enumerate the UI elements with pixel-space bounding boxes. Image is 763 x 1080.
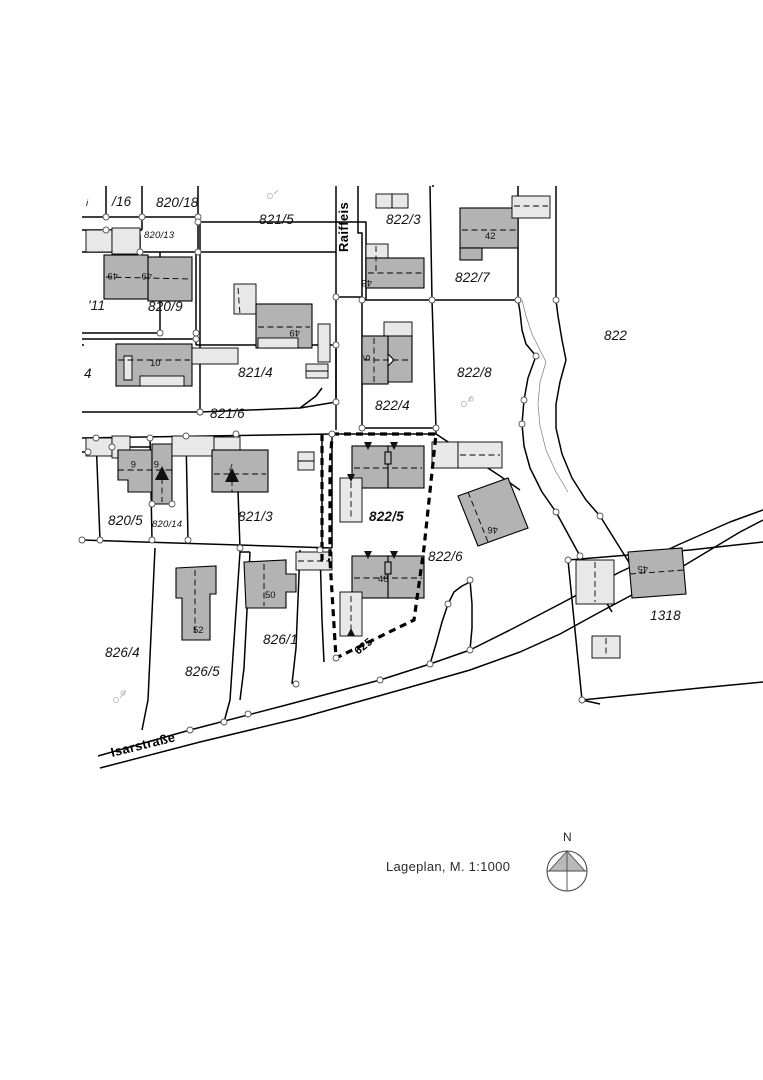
house-number: 7 <box>229 461 234 472</box>
house-number: 6 <box>154 458 159 469</box>
building-annex <box>591 635 621 659</box>
building-annex <box>317 323 331 363</box>
parcel-label: 822/6 <box>428 549 463 564</box>
building-detail <box>384 451 392 465</box>
building-42-annex <box>459 247 483 261</box>
boundary-nodes <box>78 213 604 734</box>
building-48-lower-right <box>387 555 425 599</box>
building-46 <box>457 477 529 547</box>
building-52 <box>175 565 217 641</box>
building-annex <box>191 347 239 365</box>
parcel-label: 820/14 <box>152 519 182 530</box>
house-number: 49 <box>141 270 152 281</box>
parcel-label: 820/18 <box>156 195 199 210</box>
building-outbuilding <box>85 229 113 253</box>
parcel-label: 822/3 <box>386 212 421 227</box>
building-42 <box>459 207 519 249</box>
house-number: 6 <box>131 458 136 469</box>
parcel-label: 820/13 <box>144 230 175 241</box>
street-label-raiffeisenstrasse: Raiffeis <box>336 202 351 252</box>
building-6a <box>117 449 153 493</box>
parcel-label: 826/1 <box>263 632 298 647</box>
building-48-upper-right <box>387 445 425 489</box>
parcel-label: 1318 <box>650 608 681 623</box>
vegetation-symbols <box>113 189 474 703</box>
legend-scale-label: Lageplan, M. 1:1000 <box>386 859 510 874</box>
compass-north-label: N <box>563 830 572 844</box>
building-48a <box>365 257 425 289</box>
building-48-lower-left <box>351 555 389 599</box>
building-outbuilding <box>111 227 141 255</box>
house-number: 42 <box>485 231 496 242</box>
house-number: 10 <box>150 358 161 369</box>
subject-parcel-outline <box>320 432 438 661</box>
house-number: 48 <box>378 574 389 585</box>
building-annex <box>139 375 185 387</box>
house-number: 48 <box>361 277 372 288</box>
house-number: 52 <box>193 625 204 636</box>
building-annex <box>171 435 215 457</box>
building-annex <box>511 195 551 219</box>
building-50 <box>243 559 297 609</box>
house-number: 5 <box>362 355 373 360</box>
parcel-label: 820/9 <box>148 299 183 314</box>
parcel-boundaries <box>81 185 763 769</box>
parcel-label: 821/5 <box>259 212 294 227</box>
parcel-label: 826/4 <box>105 645 140 660</box>
parcel-label: 826/5 <box>185 664 220 679</box>
street-label-isarstrasse: Isarstraße <box>109 729 177 760</box>
parcel-label: 821/6 <box>210 406 245 421</box>
parcel-label: 821/4 <box>238 365 273 380</box>
parcel-label: 821/3 <box>238 509 273 524</box>
compass-rose: N <box>546 830 588 892</box>
parcel-label: '11 <box>88 298 105 313</box>
building-annex <box>233 283 257 315</box>
building-45 <box>627 547 687 599</box>
house-numbers: 49 49 10 49 48 5 42 6 6 7 52 50 46 45 48 <box>107 231 648 636</box>
house-number: 49 <box>107 270 118 281</box>
building-7 <box>211 449 269 493</box>
parcel-label-subject: 822/5 <box>369 509 404 524</box>
parcel-labels: /16 820/18 820/13 '11 820/9 4 821/5 821/… <box>84 194 681 679</box>
parcel-label-partial: i <box>86 198 89 209</box>
buildings-layer <box>85 193 687 659</box>
parcel-label: 822 <box>604 328 627 343</box>
parcel-label: 822/7 <box>455 270 490 285</box>
house-number: 50 <box>265 590 276 601</box>
house-number: 45 <box>637 563 648 574</box>
house-number: 46 <box>487 524 498 535</box>
parcel-label: /16 <box>111 194 132 209</box>
house-number: 49 <box>289 327 300 338</box>
building-annex <box>431 441 459 469</box>
parcel-label: 822/8 <box>457 365 492 380</box>
parcel-label: 822/4 <box>375 398 410 413</box>
parcel-label: 4 <box>84 366 92 381</box>
legend: Lageplan, M. 1:1000 <box>386 859 510 874</box>
parcel-label: 820/5 <box>108 513 143 528</box>
building-detail <box>384 561 392 575</box>
building-5-right <box>387 335 413 383</box>
building-annex <box>257 337 299 349</box>
